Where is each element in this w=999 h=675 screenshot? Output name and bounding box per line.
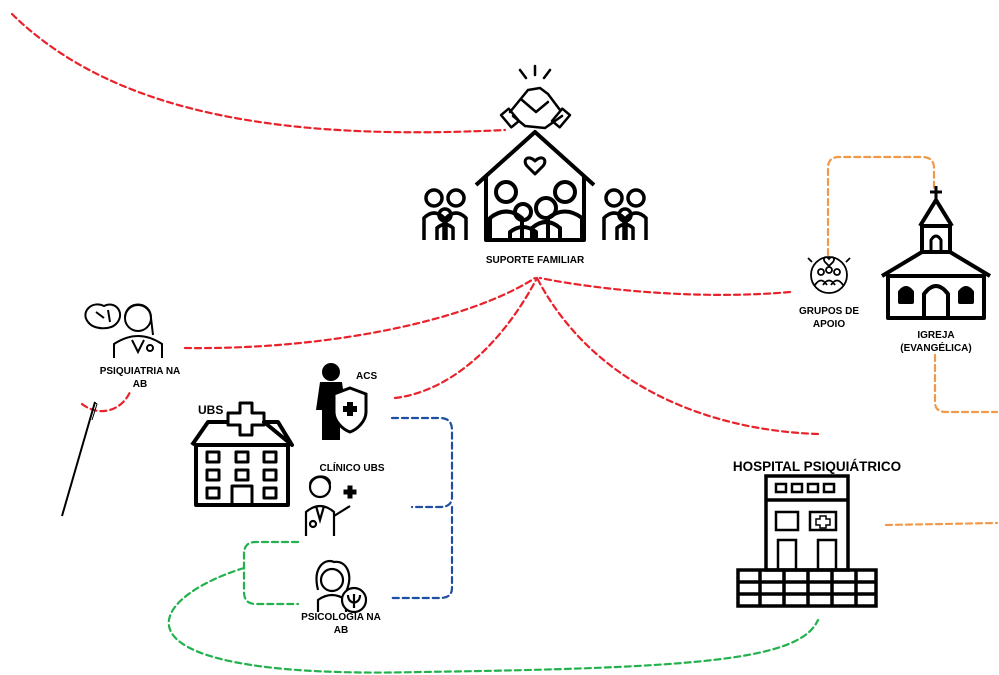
- ubs-building-icon: [190, 401, 294, 507]
- link-acs-clinico: [390, 416, 454, 509]
- label-suporte-familiar: SUPORTE FAMILIAR: [485, 255, 585, 266]
- label-igreja: IGREJA (EVANGÉLICA): [876, 330, 996, 355]
- psychologist-icon: [315, 559, 368, 614]
- link-ubs-hospital-green: [167, 566, 820, 674]
- hospital-icon: [736, 474, 878, 608]
- label-hospital: HOSPITAL PSIQUIÁTRICO: [732, 459, 902, 474]
- link-igreja-right: [933, 353, 999, 414]
- link-hospital-right: [884, 521, 999, 527]
- acs-agent-icon: [316, 363, 368, 440]
- label-psicologia-ab-line2: AB: [333, 624, 349, 636]
- church-icon: [880, 186, 992, 320]
- label-grupos-apoio-line2: APOIO: [812, 318, 846, 330]
- link-acs-suporte: [393, 276, 539, 400]
- label-acs: ACS: [356, 371, 378, 382]
- link-hospital-suporte: [535, 276, 820, 436]
- link-psiquiatria-suporte: [183, 276, 537, 350]
- family-right-icon: [602, 188, 648, 240]
- label-igreja-line1: IGREJA: [917, 330, 955, 341]
- support-group-icon: [807, 256, 851, 294]
- label-grupos-apoio-line1: GRUPOS DE: [798, 306, 859, 317]
- family-left-icon: [422, 188, 468, 240]
- label-psicologia-ab: PSICOLOGIA NA AB: [286, 612, 396, 637]
- label-clinico-ubs: CLÍNICO UBS: [319, 463, 385, 474]
- handshake-icon: [499, 64, 572, 130]
- label-ubs: UBS: [198, 403, 224, 417]
- label-psiquiatria-ab-line1: PSIQUIATRIA NA: [99, 366, 181, 377]
- label-psicologia-ab-line1: PSICOLOGIA NA: [301, 612, 381, 623]
- link-psiquiatria-needle: [80, 390, 132, 413]
- family-home-icon: [474, 130, 596, 242]
- link-grupos-suporte: [538, 276, 792, 296]
- label-igreja-line2: (EVANGÉLICA): [900, 342, 972, 354]
- link-clinico-psicologia: [388, 505, 454, 600]
- link-grupos-igreja: [826, 155, 936, 257]
- label-grupos-apoio: GRUPOS DE APOIO: [784, 306, 874, 331]
- clinician-icon: [304, 475, 357, 536]
- needle-icon: [61, 401, 98, 517]
- label-psiquiatria-ab: PSIQUIATRIA NA AB: [80, 366, 200, 391]
- link-clinico-psicologia-green: [242, 540, 300, 606]
- link-top-arc: [10, 12, 507, 134]
- label-psiquiatria-ab-line2: AB: [132, 378, 148, 390]
- psychiatrist-icon: [84, 303, 163, 358]
